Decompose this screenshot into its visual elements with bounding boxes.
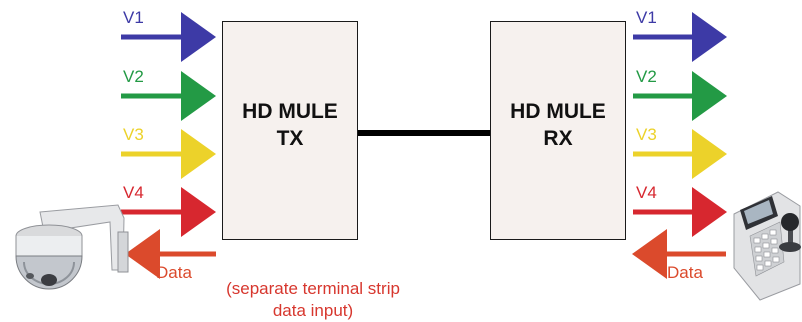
rx-label-v3: V3 bbox=[636, 125, 657, 144]
tx-arrow-v3 bbox=[121, 129, 216, 179]
rx-arrow-v2 bbox=[633, 71, 727, 121]
tx-arrow-v1 bbox=[121, 12, 216, 62]
tx-label-v4: V4 bbox=[123, 183, 144, 202]
joystick-controller-icon bbox=[733, 191, 801, 301]
rx-label-v4: V4 bbox=[636, 183, 657, 202]
rx-arrow-v4 bbox=[633, 187, 727, 237]
note-line-1: (separate terminal strip bbox=[226, 279, 400, 298]
tx-box-subtitle: TX bbox=[276, 127, 304, 150]
tx-arrow-v4 bbox=[121, 187, 216, 237]
note-line-2: data input) bbox=[272, 301, 354, 320]
tx-box: HD MULE TX bbox=[222, 21, 358, 240]
tx-box-title: HD MULE bbox=[242, 100, 338, 123]
rx-label-data: Data bbox=[667, 263, 703, 282]
rx-data-arrow bbox=[632, 229, 726, 279]
rx-arrow-v1 bbox=[633, 12, 727, 62]
rx-box-title: HD MULE bbox=[510, 100, 606, 123]
tx-arrow-v2 bbox=[121, 71, 216, 121]
rx-label-v2: V2 bbox=[636, 67, 657, 86]
rx-label-v1: V1 bbox=[636, 8, 657, 27]
data-input-note: (separate terminal strip data input) bbox=[200, 278, 426, 322]
tx-label-v1: V1 bbox=[123, 8, 144, 27]
rx-arrow-v3 bbox=[633, 129, 727, 179]
tx-label-v3: V3 bbox=[123, 125, 144, 144]
tx-label-data: Data bbox=[156, 263, 192, 282]
rx-box: HD MULE RX bbox=[490, 21, 626, 240]
tx-label-v2: V2 bbox=[123, 67, 144, 86]
tx-data-arrow bbox=[125, 229, 216, 279]
ptz-camera-icon bbox=[15, 204, 129, 290]
rx-box-subtitle: RX bbox=[543, 127, 573, 150]
